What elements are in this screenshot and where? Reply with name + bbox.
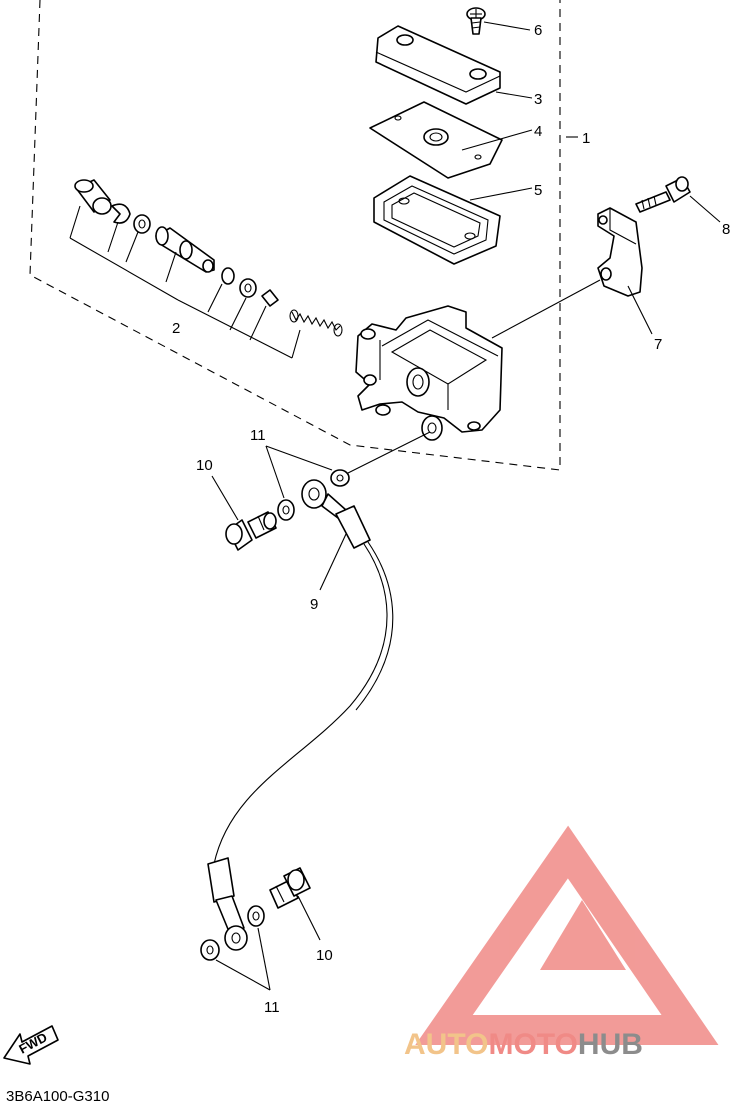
callout-11-lower: 11 <box>264 999 280 1016</box>
part-11-washer-lower-a <box>200 939 220 961</box>
part-11-washer-lower-b <box>247 905 265 927</box>
callout-10b-leader <box>297 895 321 941</box>
watermark-text-hub: HUB <box>578 1028 643 1061</box>
part-4-diaphragm <box>369 101 503 179</box>
callout-11a-leader-2 <box>265 445 333 471</box>
watermark-text-auto: AUTO <box>404 1028 488 1061</box>
callout-5: 5 <box>534 182 542 199</box>
part-6-screw <box>466 7 486 35</box>
watermark-triangle-inner <box>540 900 626 970</box>
callout-2: 2 <box>172 320 180 337</box>
part-10-banjo-bolt-upper <box>225 511 277 551</box>
callout-leaders <box>341 21 721 477</box>
part-8-bolt <box>635 176 691 213</box>
assembly-boundary <box>29 0 561 471</box>
part-2-leaders <box>69 205 301 359</box>
callout-7: 7 <box>654 336 662 353</box>
part-5-gasket <box>373 175 501 265</box>
callout-6: 6 <box>534 22 542 39</box>
callout-11b-leader <box>215 959 271 991</box>
fwd-arrow-icon: FWD <box>3 1025 59 1065</box>
callout-9: 9 <box>310 596 318 613</box>
callout-4: 4 <box>534 123 542 140</box>
watermark-text-moto: MOTO <box>488 1028 577 1061</box>
part-2-piston-kit <box>74 179 343 337</box>
callout-10-lower: 10 <box>316 947 333 964</box>
watermark-text: AUTOMOTOHUB <box>404 1028 643 1061</box>
diagram-code: 3B6A100-G310 <box>6 1088 110 1105</box>
callout-10-upper: 10 <box>196 457 213 474</box>
master-cylinder-body <box>355 305 503 441</box>
callout-11b-leader-2 <box>257 927 271 991</box>
part-11-washer-upper-a <box>277 499 295 521</box>
part-3-reservoir-cap <box>375 25 501 105</box>
part-7-clamp <box>597 207 643 297</box>
part-10-banjo-bolt-lower <box>269 867 311 909</box>
callout-9-leader <box>319 533 347 591</box>
callout-11a-leader <box>265 445 285 499</box>
callout-11-upper: 11 <box>250 427 266 444</box>
callout-8: 8 <box>722 221 730 238</box>
part-11-washer-upper-b <box>330 469 350 487</box>
callout-3: 3 <box>534 91 542 108</box>
watermark-triangle-outer <box>415 825 719 1045</box>
callout-10a-leader <box>211 475 239 521</box>
callout-1: 1 <box>582 130 590 147</box>
part-9-brake-hose <box>207 479 394 951</box>
watermark-logo <box>415 825 719 1045</box>
